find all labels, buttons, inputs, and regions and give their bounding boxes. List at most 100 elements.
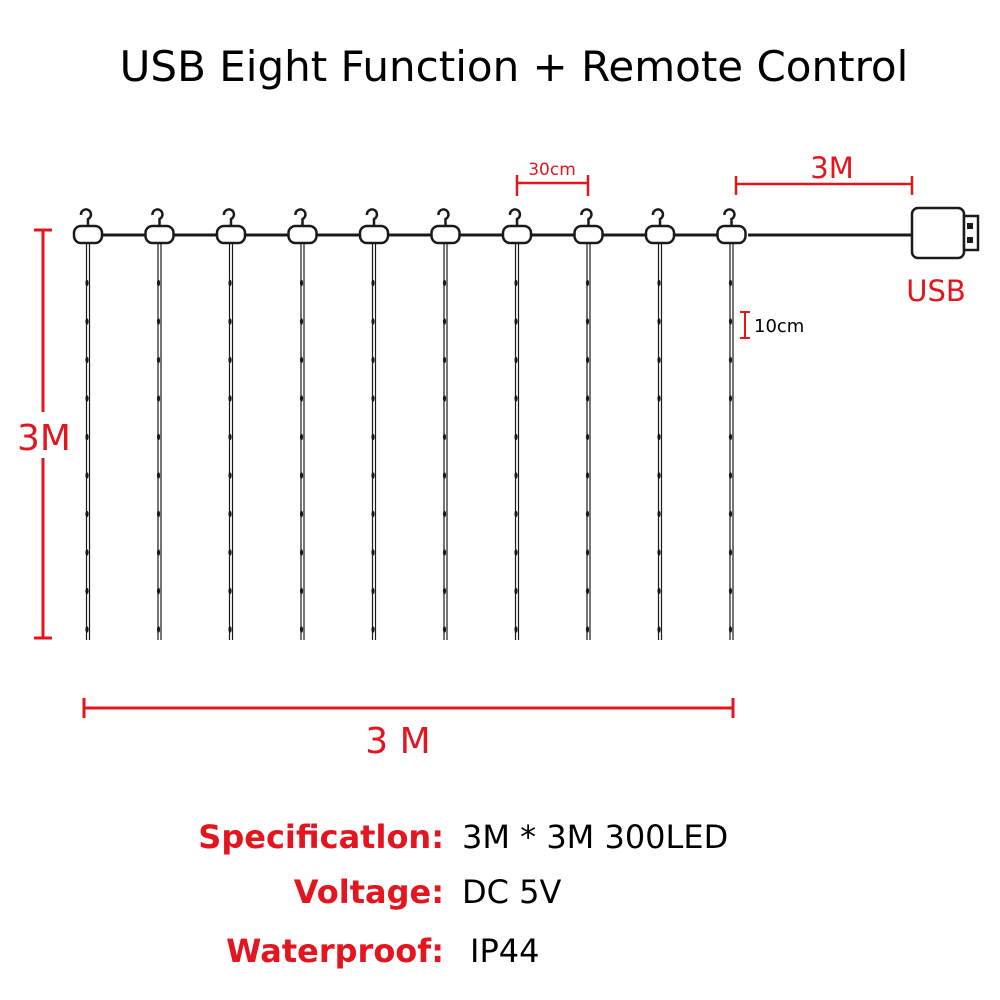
bulb-icon — [585, 318, 590, 325]
hook-icon — [723, 208, 736, 227]
strand-spacing-label: 30cm — [528, 160, 576, 180]
bulb-icon — [371, 279, 375, 287]
bulb-icon — [585, 549, 590, 556]
bulb-icon — [657, 549, 661, 556]
bulb-icon — [585, 472, 590, 479]
bulb-icon — [371, 433, 375, 441]
bulb-icon — [371, 510, 375, 518]
bulb-icon — [228, 587, 232, 595]
bulb-icon — [156, 472, 161, 479]
bulb-icon — [657, 433, 661, 441]
width-dimension — [82, 698, 735, 718]
bulb-icon — [156, 433, 161, 441]
bulb-spacing-label: 10cm — [754, 316, 804, 337]
light-strand — [644, 208, 676, 640]
bulb-icon — [228, 356, 232, 364]
hook-icon — [222, 208, 236, 227]
bulb-icon — [85, 318, 89, 325]
bulb-icon — [228, 395, 232, 402]
bulb-icon — [442, 279, 447, 287]
strand-spacing-dimension — [515, 175, 590, 196]
clip-icon — [215, 224, 247, 245]
bulb-icon — [514, 318, 518, 325]
spec-value: IP44 — [470, 932, 540, 970]
bulb-spacing-dimension — [740, 311, 750, 339]
hook-icon — [151, 208, 164, 227]
bulb-icon — [442, 356, 447, 364]
light-strand — [573, 208, 604, 640]
clip-icon — [72, 224, 104, 245]
light-strands — [72, 208, 747, 640]
bulb-icon — [728, 587, 733, 595]
bulb-icon — [228, 279, 232, 287]
bulb-icon — [299, 356, 304, 364]
hook-icon — [79, 208, 93, 227]
bulb-icon — [514, 395, 518, 402]
light-strand — [215, 208, 247, 640]
bulb-icon — [371, 472, 375, 479]
title: USB Eight Function + Remote Control — [119, 42, 909, 91]
spec-row-specification: Specificatlon: 3M * 3M 300LED — [0, 818, 1000, 868]
light-strand — [72, 208, 104, 640]
bulb-icon — [156, 549, 161, 556]
bulb-icon — [657, 510, 661, 518]
bulb-icon — [228, 510, 232, 518]
clip-icon — [358, 224, 390, 245]
hook-icon — [651, 208, 665, 227]
bulb-icon — [657, 626, 661, 633]
bulb-icon — [299, 626, 304, 633]
clip-icon — [644, 224, 676, 245]
light-strand — [501, 208, 533, 640]
clip-icon — [144, 224, 175, 245]
bulb-icon — [514, 549, 518, 556]
spec-label: Voltage: — [293, 873, 444, 911]
bulb-icon — [442, 395, 447, 402]
bulb-icon — [85, 626, 89, 633]
bulb-icon — [299, 510, 304, 518]
bulb-icon — [156, 510, 161, 518]
spec-value: DC 5V — [462, 873, 562, 911]
bulb-icon — [728, 472, 733, 479]
bulb-icon — [514, 472, 518, 479]
bulb-icon — [85, 472, 89, 479]
usb-label: USB — [906, 274, 966, 308]
bulb-icon — [442, 549, 447, 556]
curtain-light-diagram: USB 30cm 3M 10cm 3M 3 M — [17, 151, 980, 762]
bulb-icon — [442, 510, 447, 518]
bulb-icon — [299, 587, 304, 595]
bulb-icon — [442, 587, 447, 595]
light-strand — [358, 208, 390, 640]
bulb-icon — [85, 356, 89, 364]
bulb-icon — [514, 356, 518, 364]
height-dimension — [34, 228, 52, 640]
bulb-icon — [228, 472, 232, 479]
bulb-icon — [585, 395, 590, 402]
bulb-icon — [371, 626, 375, 633]
bulb-icon — [156, 356, 161, 364]
clip-icon — [716, 224, 747, 245]
bulb-icon — [299, 433, 304, 441]
bulb-icon — [228, 318, 232, 325]
bulb-icon — [156, 318, 161, 325]
bulb-icon — [728, 433, 733, 441]
bulb-icon — [299, 279, 304, 287]
bulb-icon — [514, 433, 518, 441]
bulb-icon — [85, 395, 89, 402]
bulb-icon — [657, 472, 661, 479]
bulb-icon — [85, 549, 89, 556]
bulb-icon — [657, 587, 661, 595]
clip-icon — [501, 224, 533, 245]
bulb-icon — [585, 356, 590, 364]
bulb-icon — [85, 587, 89, 595]
bulb-icon — [85, 433, 89, 441]
bulb-icon — [442, 472, 447, 479]
bulb-icon — [657, 318, 661, 325]
bulb-icon — [585, 433, 590, 441]
bulb-icon — [299, 472, 304, 479]
bulb-icon — [85, 510, 89, 518]
bulb-icon — [728, 395, 733, 402]
spec-row-waterproof: Waterproof: IP44 — [0, 932, 1000, 982]
bulb-icon — [585, 279, 590, 287]
bulb-icon — [299, 395, 304, 402]
bulb-icon — [371, 549, 375, 556]
